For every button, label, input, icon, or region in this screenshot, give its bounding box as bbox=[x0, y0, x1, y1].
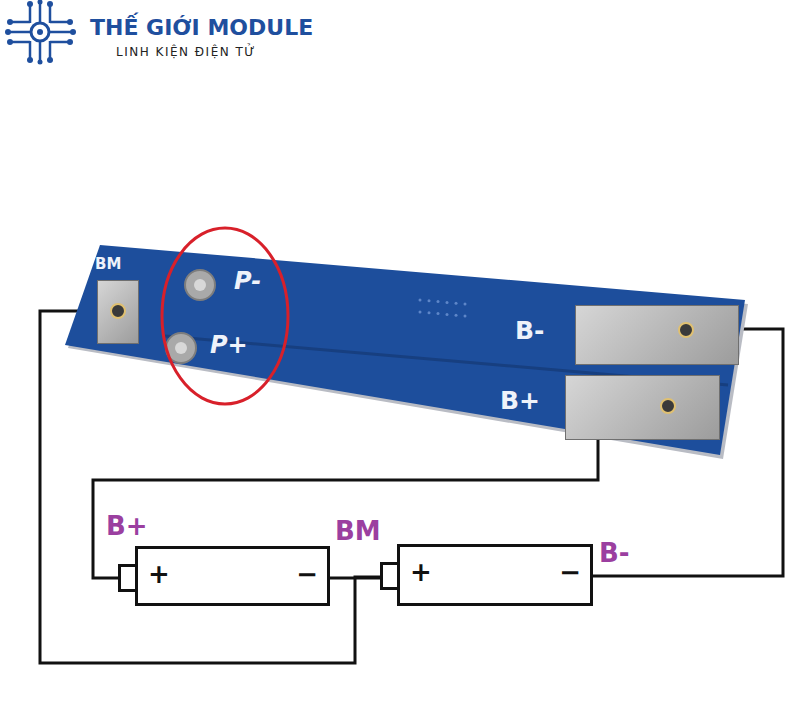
battery-cell: +− bbox=[380, 544, 593, 606]
bms-board: P- P+ BM B- B+ bbox=[60, 240, 750, 465]
via-dot bbox=[428, 311, 431, 314]
terminal-name: BM bbox=[333, 517, 383, 546]
pad-metal bbox=[97, 280, 139, 344]
logo-text: LINH KIỆN ĐIỆN TỬ bbox=[114, 46, 258, 59]
via-dot bbox=[428, 299, 431, 302]
pin-label: P+ bbox=[210, 332, 248, 358]
pad-metal bbox=[575, 305, 739, 365]
pad-hole bbox=[175, 342, 187, 354]
via-dot bbox=[437, 300, 440, 303]
pad-label: B+ bbox=[500, 387, 540, 415]
pad-hole bbox=[678, 322, 694, 338]
via-dot bbox=[455, 302, 458, 305]
pad-label: B- bbox=[515, 317, 544, 345]
solder-pad: BM bbox=[95, 256, 141, 344]
via-dot bbox=[455, 314, 458, 317]
pad-hole bbox=[194, 279, 206, 291]
solder-pad: B- bbox=[515, 305, 739, 365]
terminal-name: B+ bbox=[104, 512, 150, 541]
battery-cell: +− bbox=[118, 546, 330, 606]
pad-metal bbox=[565, 375, 720, 440]
via-dot bbox=[419, 311, 422, 314]
polarity-mark: + bbox=[148, 560, 170, 589]
wire bbox=[330, 577, 380, 580]
highlight-ellipse bbox=[162, 228, 288, 404]
polarity-mark: − bbox=[559, 558, 581, 587]
via-dot bbox=[446, 313, 449, 316]
via-dot bbox=[464, 303, 467, 306]
p-minus-pad bbox=[185, 270, 215, 300]
polarity-mark: + bbox=[410, 558, 432, 587]
solder-pad: B+ bbox=[500, 375, 720, 440]
via-dot bbox=[464, 315, 467, 318]
logo-text: THẾ GIỚI MODULE bbox=[88, 16, 315, 40]
pad-label: BM bbox=[95, 256, 121, 273]
terminal-name: B- bbox=[597, 539, 632, 568]
via-dot bbox=[419, 299, 422, 302]
via-dot bbox=[446, 301, 449, 304]
via-dot bbox=[437, 312, 440, 315]
pin-label: P- bbox=[234, 268, 261, 294]
polarity-mark: − bbox=[296, 560, 318, 589]
pad-hole bbox=[110, 303, 126, 319]
pad-hole bbox=[660, 398, 676, 414]
logo-icon bbox=[5, 0, 76, 65]
